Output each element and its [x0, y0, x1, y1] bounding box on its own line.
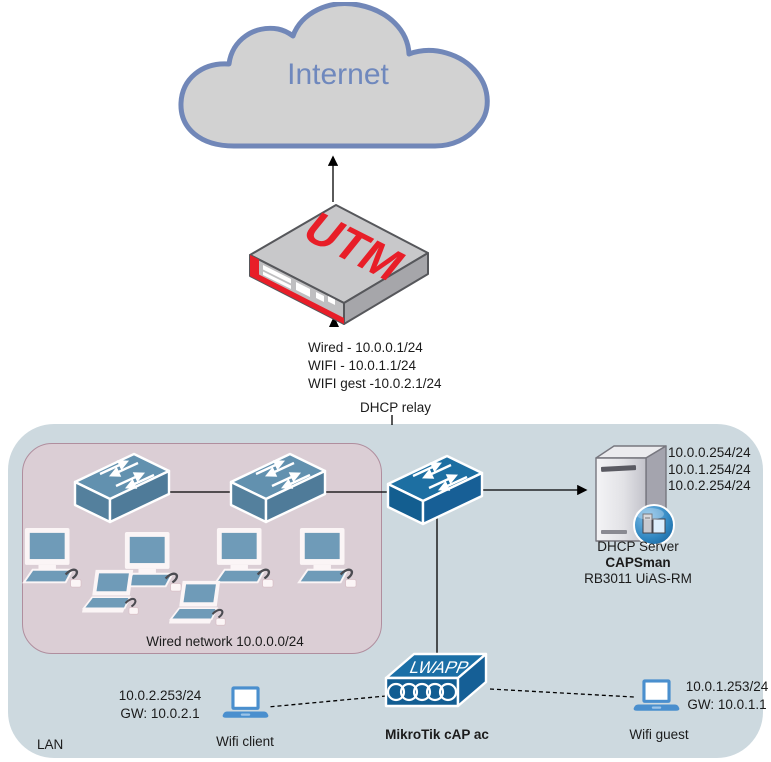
utm-interface-wifi-guest: WIFI gest -10.0.2.1/24	[308, 376, 442, 391]
internet-cloud-icon: Internet	[178, 2, 490, 149]
desktop-pc-icon	[297, 527, 361, 595]
server-ip-wifi: 10.0.1.254/24	[668, 461, 751, 477]
server-caption: DHCP Server CAPSman RB3011 UiAS-RM	[576, 539, 700, 587]
access-point-model-label: MikroTik cAP ac	[385, 727, 489, 742]
internet-label: Internet	[287, 58, 389, 91]
server-model: RB3011 UiAS-RM	[584, 571, 692, 586]
dhcp-relay-label: DHCP relay	[360, 400, 432, 415]
wifi-client-laptop-icon	[222, 686, 269, 726]
wifi-client-label: Wifi client	[216, 734, 274, 749]
lwapp-label: LWAPP	[407, 658, 472, 677]
utm-firewall-icon: UTM	[249, 203, 429, 325]
desktop-pc-icon	[22, 527, 86, 595]
wired-laptop-icon	[169, 580, 227, 633]
wifi-guest-gateway: GW: 10.0.1.1	[687, 697, 767, 712]
access-switch-2-icon	[228, 450, 328, 526]
wifi-client-gateway: GW: 10.0.2.1	[120, 706, 200, 721]
wifi-guest-laptop-icon	[633, 679, 680, 719]
server-ip-list: 10.0.0.254/24 10.0.1.254/24 10.0.2.254/2…	[668, 445, 751, 495]
server-badge-icon	[633, 504, 675, 546]
core-switch-icon	[385, 452, 485, 528]
wired-laptop-icon	[82, 569, 140, 622]
wifi-guest-address-block: 10.0.1.253/24 GW: 10.0.1.1	[683, 678, 771, 714]
server-ip-wired: 10.0.0.254/24	[668, 445, 751, 460]
utm-interfaces-list: Wired - 10.0.0.1/24 WIFI - 10.0.1.1/24 W…	[308, 339, 442, 393]
server-ip-guest: 10.0.2.254/24	[668, 478, 751, 493]
utm-interface-wifi: WIFI - 10.0.1.1/24	[308, 358, 417, 373]
access-switch-1-icon	[72, 450, 172, 526]
wifi-client-address-block: 10.0.2.253/24 GW: 10.0.2.1	[105, 687, 215, 723]
lan-label: LAN	[37, 737, 64, 752]
wired-network-label: Wired network 10.0.0.0/24	[146, 634, 304, 649]
lwapp-access-point-icon: LWAPP	[384, 652, 488, 708]
server-name: DHCP Server	[597, 539, 679, 554]
wifi-guest-ip: 10.0.1.253/24	[685, 679, 769, 694]
dhcp-server-icon	[595, 445, 675, 546]
utm-interface-wired: Wired - 10.0.0.1/24	[308, 340, 423, 355]
wifi-client-ip: 10.0.2.253/24	[118, 688, 202, 703]
wifi-guest-label: Wifi guest	[629, 727, 689, 742]
server-role: CAPSman	[605, 555, 671, 570]
coil-icon	[386, 682, 458, 702]
